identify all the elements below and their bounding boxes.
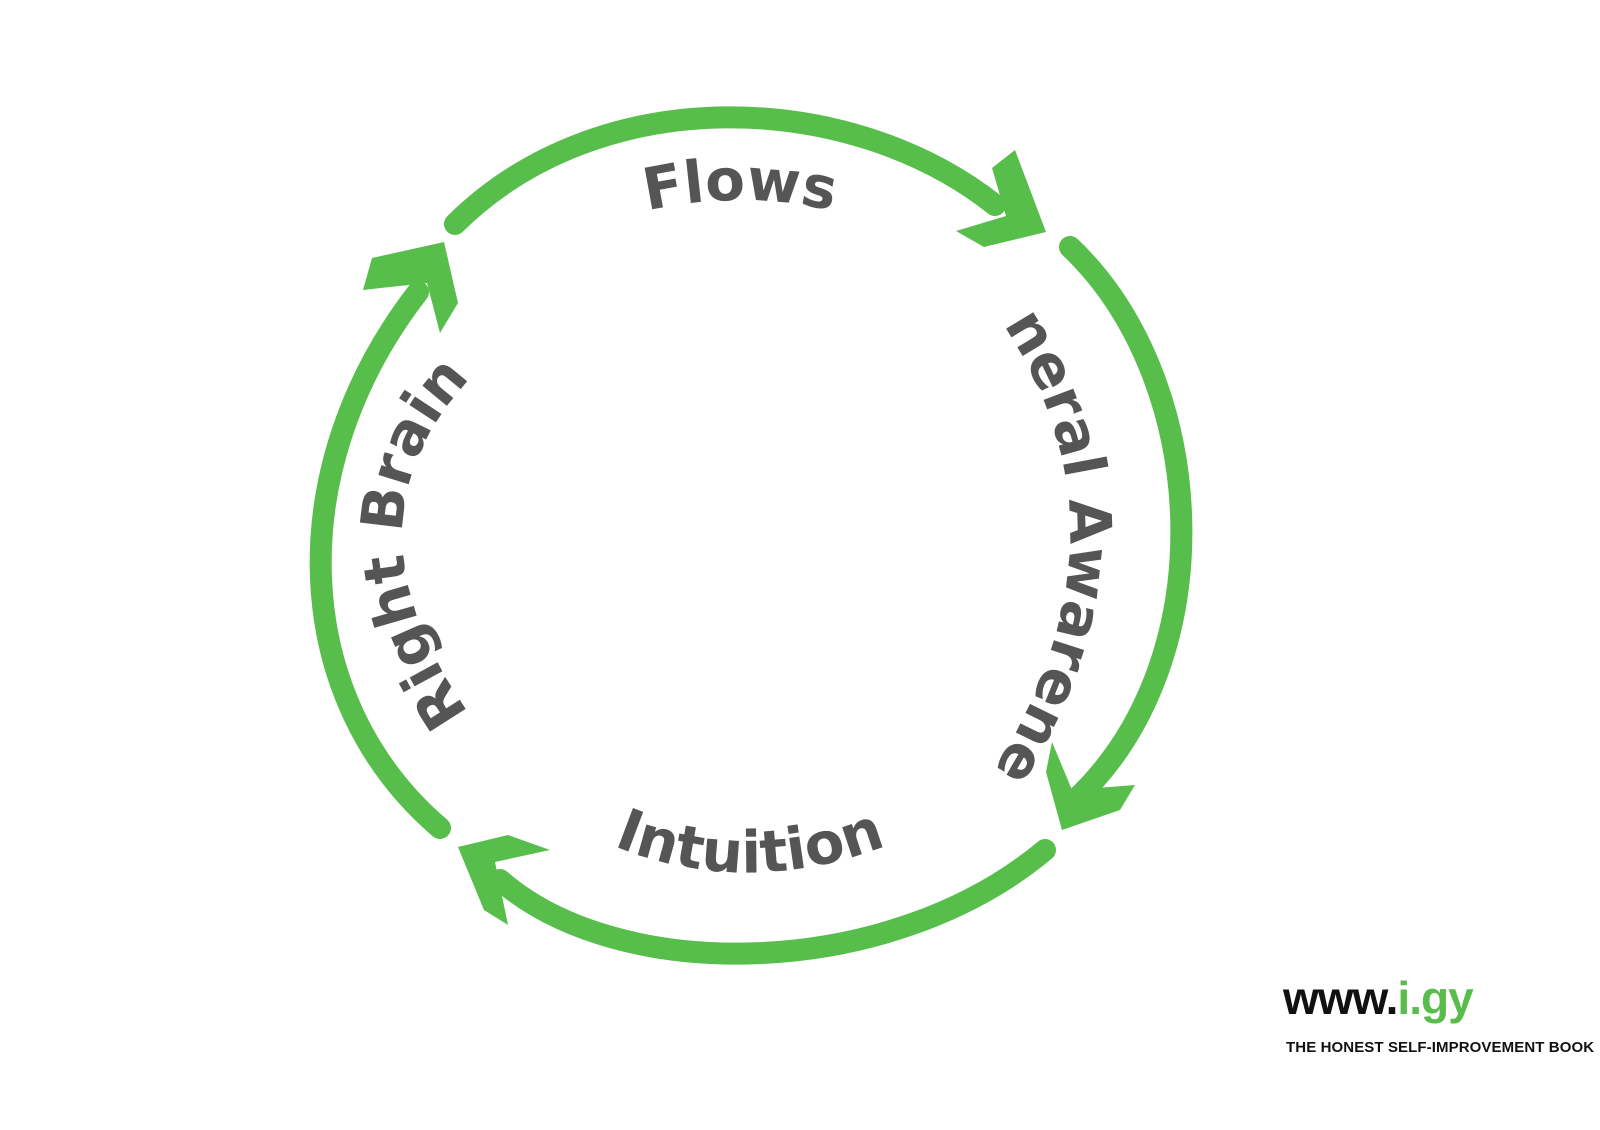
arrowhead-bottom — [458, 835, 550, 925]
arc-bottom — [489, 839, 1056, 965]
label-general-awareness: General Awareness — [0, 0, 1125, 798]
arc-top — [444, 106, 1006, 235]
arc-left — [309, 281, 451, 839]
brand-prefix: www. — [1283, 972, 1398, 1024]
edge-intuition-to-right-brain — [458, 835, 1056, 965]
arrowhead-left — [363, 242, 458, 333]
arc-right — [1059, 236, 1193, 811]
edge-general-awareness-to-intuition — [1046, 236, 1193, 830]
label-right-brain: Right Brain — [348, 343, 481, 742]
brand-tagline: THE HONEST SELF-IMPROVEMENT BOOK — [1286, 1039, 1595, 1056]
label-intuition: Intuition — [608, 795, 891, 887]
edge-right-brain-to-flows — [309, 242, 458, 839]
brand-accent: i.gy — [1397, 972, 1473, 1024]
edge-flows-to-general-awareness — [444, 106, 1046, 247]
arrowhead-top — [956, 150, 1046, 247]
label-flows: Flows — [637, 145, 843, 224]
brand-logo: www.i.gy — [1283, 972, 1474, 1024]
arrowhead-right — [1046, 742, 1135, 830]
